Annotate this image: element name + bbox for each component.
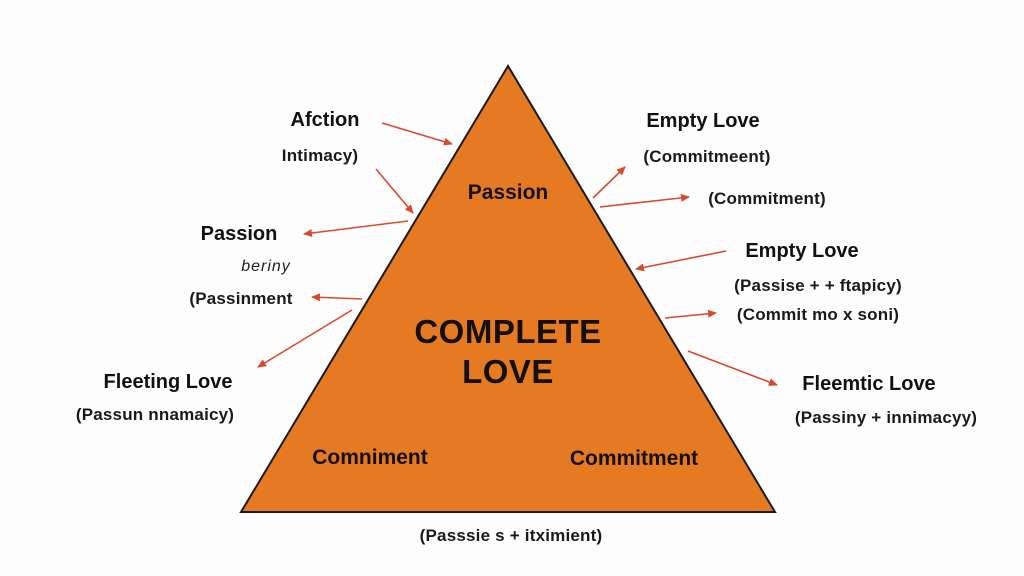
label-empty-love-top: Empty Love	[646, 110, 760, 132]
label-commitment-paren-1: (Commitmeent)	[643, 147, 771, 166]
arrow-passinment	[311, 293, 363, 302]
triangle-right-label: Commitment	[569, 447, 699, 470]
arrow-afection	[381, 122, 453, 146]
triangle-top-label: Passion	[467, 181, 549, 204]
label-commitment-paren-2: (Commitment)	[708, 189, 826, 208]
arrow-empty-top	[592, 166, 626, 199]
label-fleemtic-love: Fleemtic Love	[802, 373, 936, 395]
label-fleeting-sub: (Passun nnamaicy)	[75, 405, 235, 424]
triangle-center-label: COMPLETE LOVE	[414, 312, 601, 391]
label-passinment: (Passinment	[189, 289, 293, 308]
arrow-empty-mid	[635, 250, 727, 272]
label-passise-ftapicy: (Passise + + ftapicy)	[734, 276, 902, 295]
label-fleemtic-sub: (Passiny + innimacyy)	[794, 408, 978, 427]
triangle-left-label: Comniment	[312, 446, 428, 469]
label-passion-left: Passion	[200, 223, 278, 245]
label-beriny: beriny	[241, 258, 291, 275]
arrow-passion	[303, 220, 409, 237]
arrow-intimacy	[375, 168, 414, 214]
label-empty-love-mid: Empty Love	[745, 240, 859, 262]
label-afection: Afction	[290, 109, 360, 131]
arrow-fleeting	[257, 309, 353, 368]
arrow-commit-mo	[664, 309, 717, 319]
center-line-2: LOVE	[462, 352, 554, 390]
label-bottom: (Passsie s + itximient)	[419, 526, 603, 545]
label-commit-mo-xsoni: (Commit mo x soni)	[736, 305, 900, 324]
arrow-commitment-2	[599, 193, 690, 208]
triangle-shape	[239, 64, 777, 513]
arrow-fleemtic	[687, 350, 778, 386]
label-intimacy: Intimacy)	[281, 146, 359, 165]
label-fleeting-love: Fleeting Love	[103, 371, 233, 393]
center-line-1: COMPLETE	[414, 313, 602, 350]
